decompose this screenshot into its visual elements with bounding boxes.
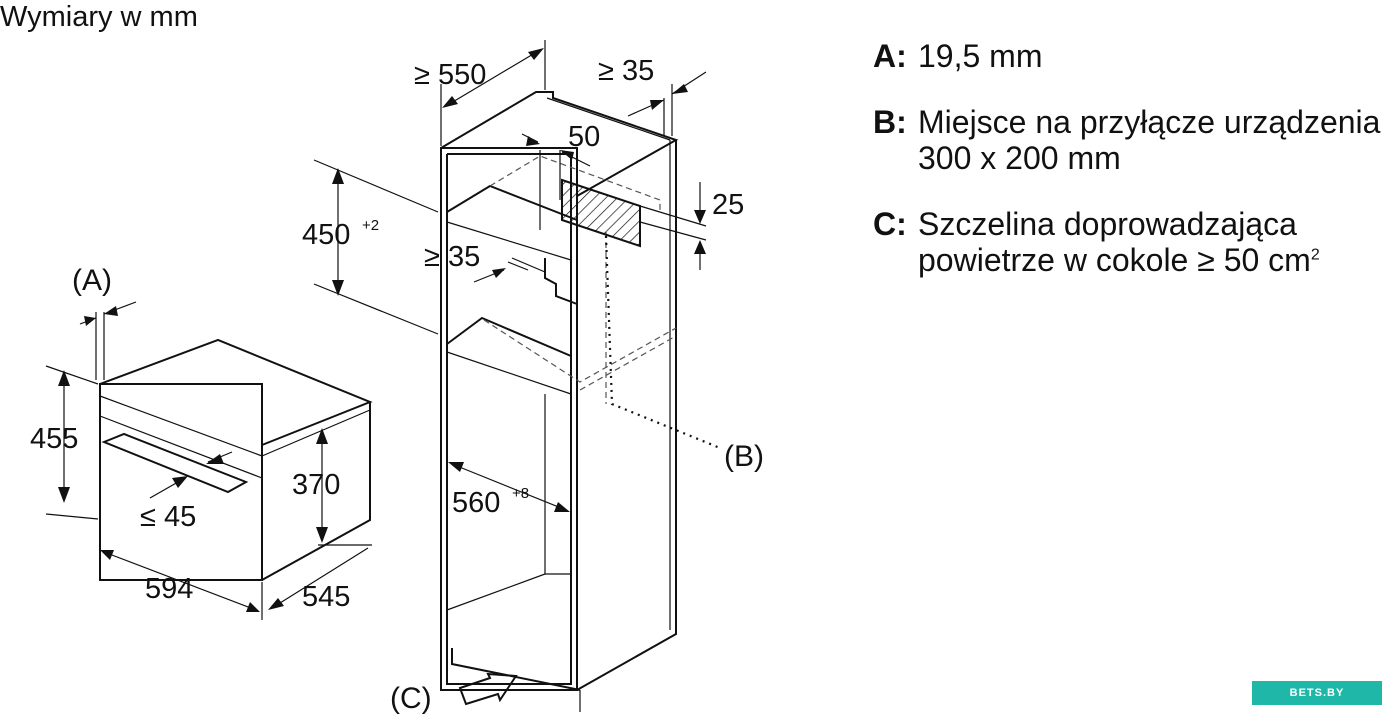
dim-niche-width: 560 bbox=[452, 487, 500, 519]
label-c: (C) bbox=[390, 682, 432, 714]
dim-back-gap: ≥ 35 bbox=[598, 55, 654, 87]
legend-c-superscript: 2 bbox=[1310, 246, 1320, 264]
dim-handle-gap: ≤ 45 bbox=[140, 501, 196, 533]
legend-row-a: A: 19,5 mm bbox=[873, 38, 1400, 74]
dim-oven-width: 594 bbox=[145, 573, 193, 605]
legend: A: 19,5 mm B: Miejsce na przyłącze urząd… bbox=[873, 38, 1400, 308]
legend-value-b: Miejsce na przyłącze urządzenia 300 x 20… bbox=[918, 104, 1380, 176]
legend-value-c: Szczelina doprowadzająca powietrze w cok… bbox=[918, 206, 1320, 278]
cabinet-drawing bbox=[313, 40, 721, 712]
dim-oven-depth: 545 bbox=[302, 581, 350, 613]
legend-a-line-1: 19,5 mm bbox=[918, 38, 1043, 74]
dim-niche-height-tolerance: +2 bbox=[362, 217, 379, 234]
dim-niche-width-tolerance: +8 bbox=[512, 485, 529, 502]
legend-key-b: B: bbox=[873, 104, 907, 140]
legend-c-line-1: Szczelina doprowadzająca bbox=[918, 206, 1297, 242]
diagram-title: Wymiary w mm bbox=[0, 1, 198, 33]
dim-cabinet-depth: ≥ 550 bbox=[414, 59, 486, 91]
legend-key-c: C: bbox=[873, 206, 907, 242]
connection-area-hatch bbox=[561, 178, 641, 248]
oven-drawing bbox=[45, 301, 373, 620]
legend-key-a: A: bbox=[873, 38, 907, 74]
label-a: (A) bbox=[72, 264, 112, 297]
dim-shelf-gap: ≥ 35 bbox=[424, 241, 480, 273]
legend-row-b: B: Miejsce na przyłącze urządzenia 300 x… bbox=[873, 104, 1400, 176]
label-b: (B) bbox=[724, 440, 764, 473]
oven-handle bbox=[101, 432, 249, 494]
legend-c-line-2: powietrze w cokole ≥ 50 cm bbox=[918, 242, 1311, 278]
dim-outlet-width: 50 bbox=[568, 121, 600, 153]
air-inlet-arrow bbox=[458, 672, 518, 706]
legend-value-a: 19,5 mm bbox=[918, 38, 1042, 74]
dim-outlet-height: 25 bbox=[712, 189, 744, 221]
legend-b-line-1: Miejsce na przyłącze urządzenia bbox=[918, 104, 1381, 140]
cabinet-front bbox=[440, 147, 578, 691]
dim-oven-height: 455 bbox=[30, 423, 78, 455]
watermark-logo: BETS.BY bbox=[1252, 681, 1382, 705]
legend-b-line-2: 300 x 200 mm bbox=[918, 140, 1121, 176]
dim-niche-height: 450 bbox=[302, 219, 350, 251]
legend-row-c: C: Szczelina doprowadzająca powietrze w … bbox=[873, 206, 1400, 278]
dim-front-height: 370 bbox=[292, 469, 340, 501]
